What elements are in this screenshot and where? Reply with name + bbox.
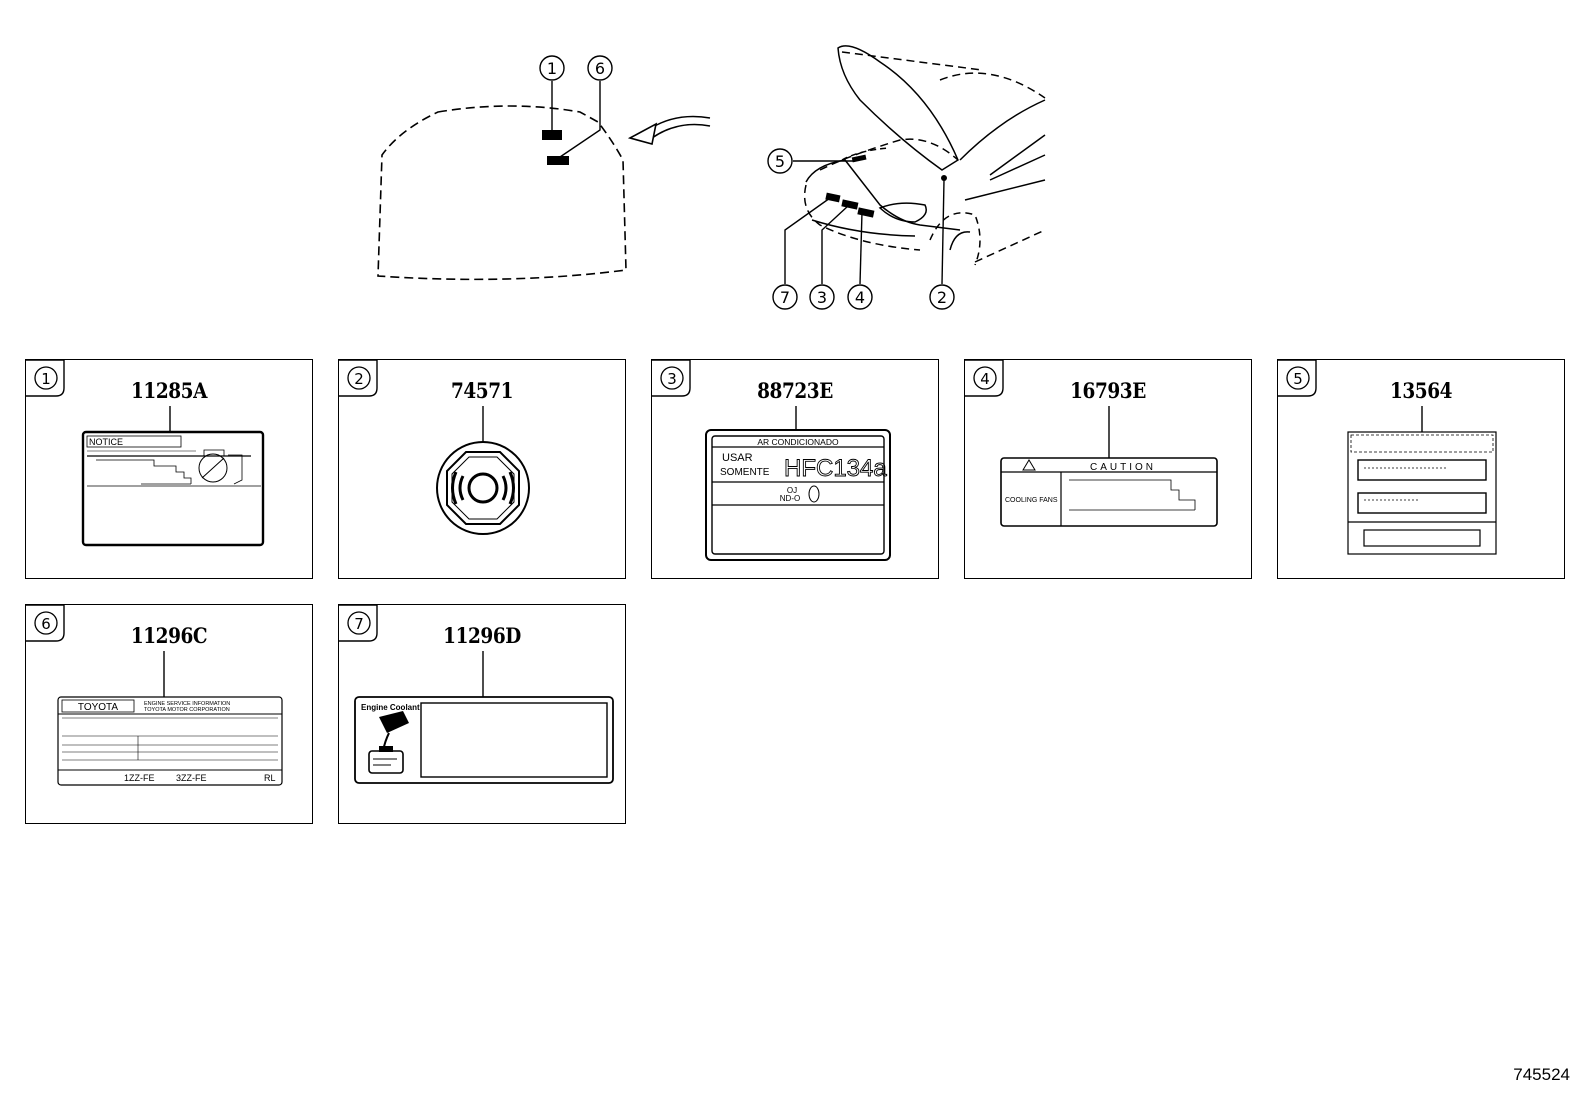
part-number: 11296C <box>130 623 208 648</box>
bay-cap-2-marker <box>941 175 947 181</box>
panel-index: 1 <box>41 370 51 388</box>
svg-text:4: 4 <box>855 288 865 307</box>
part-number: 13564 <box>1389 378 1453 403</box>
svg-text:USAR: USAR <box>722 452 753 464</box>
panel-label-2: 2 74571 <box>338 359 626 579</box>
panel-label-1: 1 NOTICE 11285A <box>25 359 313 579</box>
ac-refrigerant-label-drawing: AR CONDICIONADO USAR SOMENTE HFC134a OJ … <box>705 429 891 561</box>
callout-4: 4 <box>847 284 873 310</box>
panel-index: 2 <box>354 370 364 388</box>
svg-text:ND-O: ND-O <box>780 494 800 503</box>
hood-label-6-marker <box>547 156 569 165</box>
coolant-pouring-icon <box>368 711 409 774</box>
part-number: 11296D <box>443 623 521 648</box>
diagram-reference-code: 745524 <box>1513 1065 1570 1084</box>
svg-text:1: 1 <box>547 59 557 78</box>
svg-text:OJ: OJ <box>787 486 797 495</box>
part-number: 16793E <box>1070 378 1146 403</box>
svg-text:6: 6 <box>595 59 605 78</box>
panel-index: 6 <box>41 615 51 633</box>
panel-index: 7 <box>354 615 364 633</box>
bay-label-5-marker <box>851 154 867 163</box>
callout-2: 2 <box>929 284 955 310</box>
svg-text:HFC134a: HFC134a <box>784 455 887 482</box>
cooling-fan-caution-label-drawing: CAUTION COOLING FANS <box>1000 457 1218 527</box>
svg-text:5: 5 <box>775 152 785 171</box>
callout-1: 1 <box>539 55 565 81</box>
svg-text:ENGINE SERVICE INFORMATION: ENGINE SERVICE INFORMATION <box>144 701 230 707</box>
svg-text:2: 2 <box>937 288 947 307</box>
bay-label-4-marker <box>857 207 875 218</box>
engine-coolant-label-drawing: Engine Coolant <box>354 696 614 784</box>
panel-label-4: 4 CAUTION COOLING FANS 16793E <box>964 359 1252 579</box>
panel-index: 4 <box>980 370 990 388</box>
radiator-cap-icon <box>436 441 530 535</box>
part-number: 11285A <box>130 378 207 403</box>
panel-label-3: 3 AR CONDICIONADO USAR SOMENTE HFC134a O… <box>651 359 939 579</box>
svg-text:TOYOTA MOTOR CORPORATION: TOYOTA MOTOR CORPORATION <box>144 707 230 713</box>
svg-text:3: 3 <box>817 288 827 307</box>
warning-triangle-icon <box>1022 459 1036 471</box>
panel-index: 3 <box>667 370 677 388</box>
panel-index: 5 <box>1293 370 1303 388</box>
bay-label-7-marker <box>825 192 841 203</box>
svg-text:AR CONDICIONADO: AR CONDICIONADO <box>757 437 839 447</box>
direction-arrow-icon <box>647 115 711 131</box>
emission-label-drawing <box>1347 431 1497 555</box>
engine-service-label-drawing: TOYOTA ENGINE SERVICE INFORMATION TOYOTA… <box>57 696 283 786</box>
notice-label-drawing: NOTICE <box>81 430 265 547</box>
hood-label-1-marker <box>542 130 562 140</box>
car-front-view <box>803 45 1046 266</box>
panel-label-7: 7 Engine Coolant 11296D <box>338 604 626 824</box>
svg-text:SOMENTE: SOMENTE <box>720 467 770 478</box>
callout-3: 3 <box>809 284 835 310</box>
overview-illustration: 1 6 <box>377 45 1046 310</box>
svg-text:COOLING FANS: COOLING FANS <box>1005 497 1058 504</box>
panel-label-6: 6 TOYOTA ENGINE SERVICE INFORMATION TOYO… <box>25 604 313 824</box>
callout-6: 6 <box>587 55 613 81</box>
svg-text:RL: RL <box>264 773 276 783</box>
svg-text:7: 7 <box>780 288 790 307</box>
svg-text:Engine Coolant: Engine Coolant <box>361 703 420 712</box>
callout-5: 5 <box>767 148 793 174</box>
svg-text:1ZZ-FE: 1ZZ-FE <box>124 773 155 783</box>
panel-label-5: 5 13564 <box>1277 359 1565 579</box>
notice-heading: NOTICE <box>89 437 123 447</box>
part-number: 74571 <box>450 378 514 403</box>
callout-7: 7 <box>772 284 798 310</box>
svg-text:CAUTION: CAUTION <box>1090 462 1156 473</box>
part-number: 88723E <box>757 378 833 403</box>
bay-label-3-marker <box>841 199 859 210</box>
svg-text:3ZZ-FE: 3ZZ-FE <box>176 773 207 783</box>
hood-outline <box>377 105 627 281</box>
svg-text:TOYOTA: TOYOTA <box>78 702 119 713</box>
